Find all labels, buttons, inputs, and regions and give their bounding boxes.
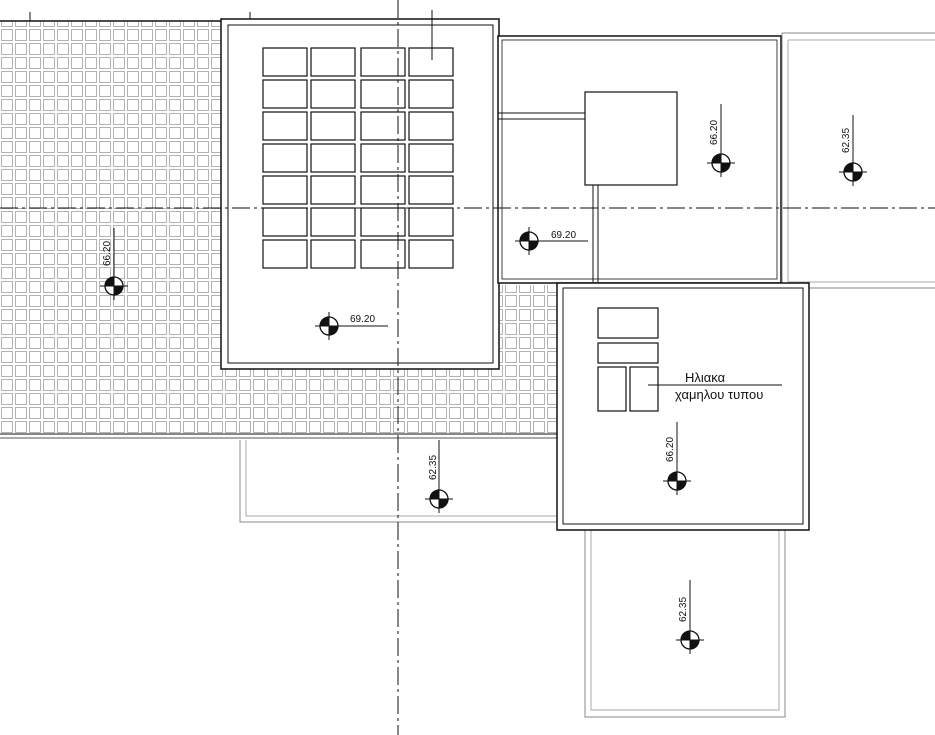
solar-panel bbox=[262, 239, 308, 269]
elevation-marker-e6 bbox=[839, 115, 867, 186]
solar-panel bbox=[262, 111, 308, 141]
solar-panel bbox=[408, 79, 454, 109]
solar-panel bbox=[408, 207, 454, 237]
elevation-marker-e5 bbox=[707, 104, 735, 177]
elevation-label-e2: 69.20 bbox=[551, 230, 576, 241]
solar-panel bbox=[310, 143, 356, 173]
tiled-terrace bbox=[0, 12, 560, 439]
elevation-label-e7: 66.20 bbox=[665, 437, 676, 462]
solar-panel bbox=[310, 175, 356, 205]
solar-panel bbox=[262, 207, 308, 237]
solar-panel bbox=[408, 111, 454, 141]
elevation-label-e4: 62.35 bbox=[428, 455, 439, 480]
solar-panel bbox=[310, 207, 356, 237]
elevation-marker-e8 bbox=[676, 580, 704, 654]
note-line-2: χαμηλου τυπου bbox=[675, 387, 763, 402]
elevation-marker-e2 bbox=[515, 227, 588, 255]
solar-panel bbox=[310, 239, 356, 269]
elevation-marker-e4 bbox=[425, 440, 453, 513]
solar-panel bbox=[408, 239, 454, 269]
elevation-label-e6: 62.35 bbox=[841, 128, 852, 153]
elevation-label-e8: 62.35 bbox=[678, 597, 689, 622]
note-line-1: Ηλιακα bbox=[685, 370, 726, 385]
lower-balcony-right bbox=[584, 524, 786, 718]
lower-right-roof bbox=[556, 282, 810, 531]
right-upper-roof bbox=[497, 35, 782, 284]
elevation-label-e3: 66.20 bbox=[102, 241, 113, 266]
solar-panel bbox=[310, 47, 356, 77]
solar-panel bbox=[310, 111, 356, 141]
solar-panel bbox=[408, 175, 454, 205]
solar-panel bbox=[408, 143, 454, 173]
elevation-marker-e3 bbox=[100, 228, 128, 300]
solar-panel bbox=[262, 79, 308, 109]
elevation-label-e1: 69.20 bbox=[350, 314, 375, 325]
elevation-marker-e7 bbox=[663, 422, 691, 495]
solar-panel bbox=[262, 143, 308, 173]
solar-panel bbox=[262, 47, 308, 77]
elevation-marker-e1 bbox=[315, 312, 388, 340]
solar-panel bbox=[408, 47, 454, 77]
elevation-label-e5: 66.20 bbox=[709, 120, 720, 145]
far-right-structure bbox=[781, 32, 935, 289]
solar-panel bbox=[262, 175, 308, 205]
solar-panel bbox=[310, 79, 356, 109]
lower-balcony-left bbox=[239, 440, 560, 523]
solar-collectors bbox=[597, 307, 659, 412]
